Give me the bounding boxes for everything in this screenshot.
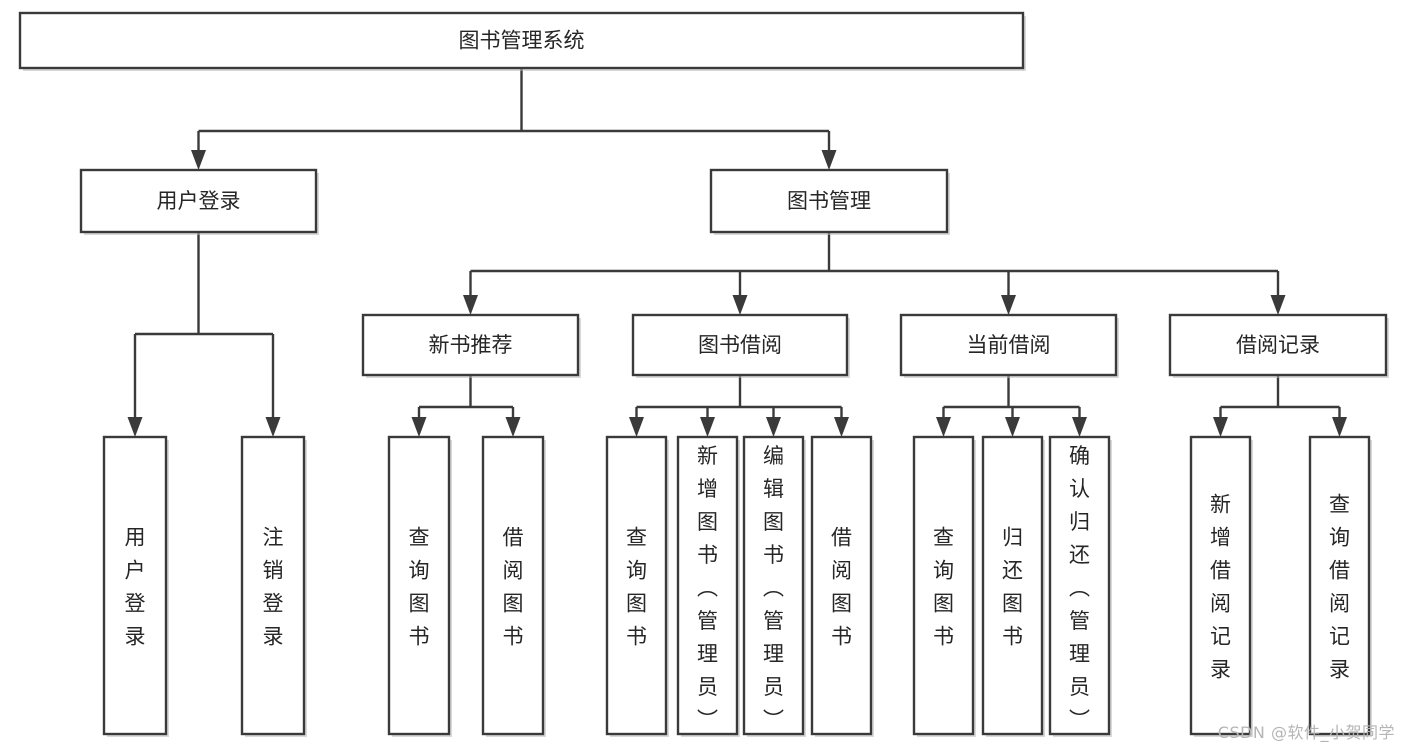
node-leaf-return-book[interactable]: 归还图书 — [981, 435, 1045, 737]
node-box[interactable] — [1048, 435, 1111, 736]
node-label: 图书管理系统 — [459, 29, 585, 53]
node-leaf-query-book-3[interactable]: 查询图书 — [912, 435, 976, 737]
node-leaf-query-book-2[interactable]: 查询图书 — [605, 435, 669, 737]
node-label: 当前借阅 — [967, 333, 1051, 357]
node-leaf-add-book[interactable]: 新增图书︵管理员︶ — [676, 435, 740, 737]
node-label: 查询借阅记录 — [1329, 492, 1350, 681]
node-book-borrow[interactable]: 图书借阅 — [631, 313, 850, 378]
arrow-head-icon — [700, 417, 715, 437]
arrow-head-icon — [821, 150, 837, 170]
node-box[interactable] — [981, 435, 1044, 736]
node-box[interactable] — [912, 435, 975, 736]
node-label: 借阅图书 — [503, 525, 524, 648]
node-book-manage[interactable]: 图书管理 — [709, 168, 950, 235]
arrow-head-icon — [1072, 417, 1087, 437]
edges-layer — [127, 68, 1347, 437]
node-new-book-recommend[interactable]: 新书推荐 — [361, 313, 581, 378]
node-leaf-confirm-return[interactable]: 确认归还︵管理员︶ — [1048, 435, 1112, 737]
node-label: 借阅图书 — [831, 525, 852, 648]
arrow-head-icon — [463, 295, 478, 315]
arrow-head-icon — [1270, 295, 1286, 315]
node-label: 归还图书 — [1002, 525, 1023, 648]
connector-edge-newbook-to-leaves — [411, 375, 521, 437]
node-box[interactable] — [481, 435, 545, 736]
node-box[interactable] — [1168, 313, 1388, 377]
node-borrow-record[interactable]: 借阅记录 — [1168, 313, 1389, 378]
node-box[interactable] — [631, 313, 849, 377]
arrow-head-icon — [732, 295, 748, 315]
node-label: 借阅记录 — [1236, 333, 1320, 357]
arrow-head-icon — [127, 417, 143, 437]
arrow-head-icon — [936, 417, 951, 437]
arrow-head-icon — [766, 417, 781, 437]
arrow-head-icon — [1332, 417, 1347, 437]
node-box[interactable] — [709, 168, 949, 234]
node-leaf-query-book-1[interactable]: 查询图书 — [387, 435, 452, 737]
node-leaf-logout[interactable]: 注销登录 — [240, 435, 307, 737]
node-box[interactable] — [1308, 435, 1371, 736]
arrow-head-icon — [1001, 295, 1016, 315]
node-label: 查询图书 — [933, 525, 954, 648]
node-label: 查询图书 — [626, 525, 647, 648]
connector-edge-current-to-leaves — [936, 375, 1087, 437]
connector-edge-bookmanage-to-level2 — [463, 232, 1286, 315]
node-label: 编辑图书︵管理员︶ — [763, 444, 784, 732]
node-box[interactable] — [361, 313, 580, 377]
arrow-head-icon — [629, 417, 644, 437]
node-box[interactable] — [1189, 435, 1252, 736]
node-leaf-borrow-book-1[interactable]: 借阅图书 — [481, 435, 546, 737]
connector-edge-userlogin-to-leaves — [127, 232, 281, 437]
node-box[interactable] — [79, 168, 318, 234]
node-label: 新增图书︵管理员︶ — [697, 444, 718, 732]
csdn-watermark: CSDN @软件_小贺同学 — [1217, 723, 1395, 742]
node-leaf-user-login[interactable]: 用户登录 — [102, 435, 169, 737]
node-box[interactable] — [676, 435, 739, 736]
node-box[interactable] — [387, 435, 451, 736]
arrow-head-icon — [1005, 417, 1020, 437]
node-label: 图书管理 — [787, 189, 871, 213]
connector-edge-root-to-level1 — [191, 68, 837, 170]
node-box[interactable] — [742, 435, 805, 736]
node-label: 新增借阅记录 — [1210, 492, 1231, 681]
node-label: 新书推荐 — [429, 333, 513, 357]
node-box[interactable] — [605, 435, 668, 736]
node-label: 用户登录 — [125, 525, 146, 648]
arrow-head-icon — [1213, 417, 1228, 437]
node-leaf-query-record[interactable]: 查询借阅记录 — [1308, 435, 1372, 737]
node-box[interactable] — [102, 435, 168, 736]
node-user-login[interactable]: 用户登录 — [79, 168, 319, 235]
node-current-borrow[interactable]: 当前借阅 — [899, 313, 1119, 378]
node-leaf-borrow-book-2[interactable]: 借阅图书 — [810, 435, 874, 737]
connector-edge-borrow-to-leaves — [629, 375, 849, 437]
arrow-head-icon — [834, 417, 849, 437]
node-box[interactable] — [810, 435, 873, 736]
node-leaf-edit-book[interactable]: 编辑图书︵管理员︶ — [742, 435, 806, 737]
arrow-head-icon — [265, 417, 281, 437]
node-label: 图书借阅 — [698, 333, 782, 357]
node-box[interactable] — [240, 435, 306, 736]
arrow-head-icon — [411, 417, 427, 437]
node-root[interactable]: 图书管理系统 — [18, 11, 1026, 71]
arrow-head-icon — [191, 150, 206, 170]
node-label: 确认归还︵管理员︶ — [1069, 444, 1090, 732]
node-label: 注销登录 — [263, 525, 284, 648]
arrow-head-icon — [505, 417, 521, 437]
node-label: 查询图书 — [409, 525, 430, 648]
node-box[interactable] — [18, 11, 1025, 70]
nodes-layer: 图书管理系统用户登录图书管理新书推荐图书借阅当前借阅借阅记录用户登录注销登录查询… — [18, 11, 1389, 737]
node-label: 用户登录 — [157, 189, 241, 213]
node-box[interactable] — [899, 313, 1118, 377]
connector-edge-record-to-leaves — [1213, 375, 1347, 437]
node-leaf-add-record[interactable]: 新增借阅记录 — [1189, 435, 1253, 737]
